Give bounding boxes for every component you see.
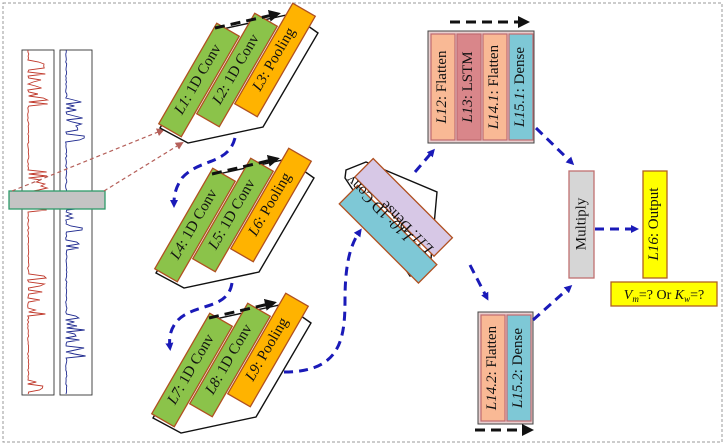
- multiply-box: [568, 170, 595, 279]
- layer-L12: [430, 33, 456, 141]
- flow-arrow-bottom-to-multiply: [532, 285, 573, 322]
- link-line-top: [11, 128, 165, 192]
- layer-L13: [456, 33, 482, 141]
- blue-log-trace: [64, 49, 86, 395]
- link-line-bottom: [103, 141, 184, 192]
- flow-arrow-block4-to-bottom: [468, 264, 489, 301]
- flow-arrow-block1-to-block2: [170, 137, 237, 208]
- layer-L5: [191, 157, 275, 273]
- layer-L14.1-label: L14.1: Flatten: [486, 44, 502, 130]
- layer-L14.2: [480, 314, 506, 422]
- output-node: L16: Output Vm=? Or Kw=?: [610, 170, 718, 307]
- layer-L15.1-label: L15.1: Dense: [512, 47, 528, 128]
- layer-L15.2-label: L15.2: Dense: [510, 328, 526, 409]
- layer-L4: [153, 167, 237, 283]
- output-label: L16: Output: [646, 187, 662, 262]
- layer-L13-label: L13: LSTM: [460, 51, 476, 123]
- direction-arrow-block3: [208, 298, 277, 320]
- result-box: [610, 281, 718, 307]
- layer-L10: [353, 157, 454, 258]
- layer-L3: [233, 2, 317, 118]
- layer-L8: [188, 302, 272, 418]
- flow-arrow-block4-to-top: [413, 148, 435, 173]
- flow-arrow-block2-to-block3: [165, 282, 234, 351]
- flow-arrow-block3-to-block4: [283, 228, 362, 374]
- layer-L15.1: [508, 33, 534, 141]
- sliding-window: [8, 190, 106, 210]
- branch-bottom: L14.2: Flatten L15.2: Dense: [477, 311, 534, 425]
- blue-trace-box: [59, 49, 93, 396]
- block4: L10: 1D Conv L11: Dense: [338, 157, 454, 284]
- direction-arrow-block2: [211, 154, 280, 176]
- layer-L1: [157, 22, 241, 138]
- branch-top: L12: Flatten L13: LSTM L14.1: Flatten L15.1…: [427, 30, 535, 144]
- multiply-node: Multiply: [568, 170, 595, 279]
- layer-L14.1: [482, 33, 508, 141]
- input-log-panel: [8, 49, 106, 396]
- layer-L2: [195, 12, 279, 128]
- layer-L12-label: L12: Flatten: [434, 50, 450, 124]
- output-box: [642, 170, 668, 279]
- multiply-label: Multiply: [573, 197, 589, 250]
- layer-L7: [150, 312, 234, 428]
- red-log-trace: [26, 49, 50, 395]
- flow-arrow-top-to-multiply: [534, 126, 575, 166]
- result-label: Vm=? Or Kw=?: [624, 288, 704, 304]
- red-trace-box: [21, 49, 55, 396]
- direction-arrow-block1: [214, 9, 281, 30]
- layer-L14.2-label: L14.2: Flatten: [484, 325, 500, 411]
- layer-L11: [338, 184, 438, 284]
- layer-L15.2: [506, 314, 532, 422]
- layer-L6: [229, 147, 313, 263]
- layer-L9: [226, 292, 310, 408]
